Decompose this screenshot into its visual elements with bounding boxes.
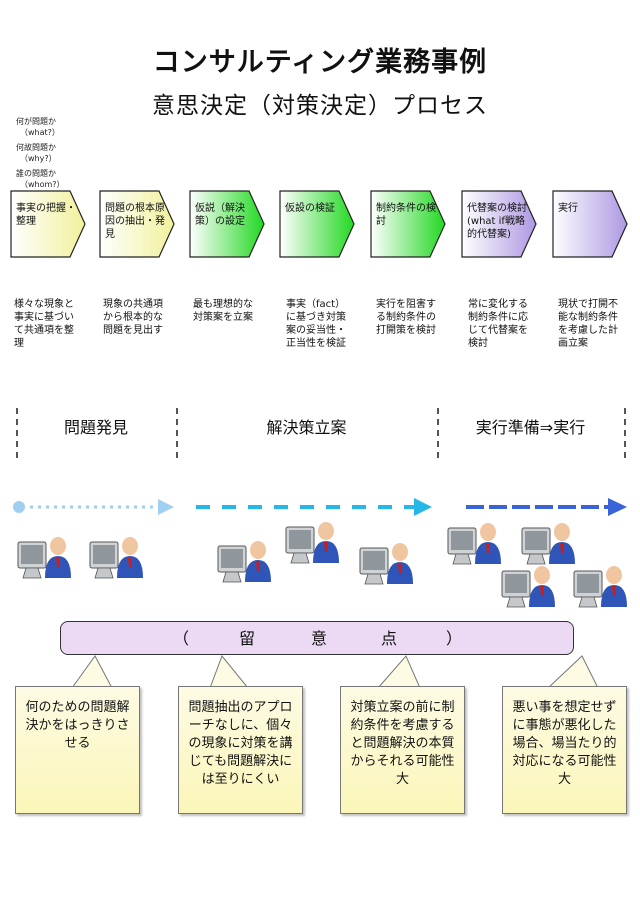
callout-pointer bbox=[71, 655, 113, 689]
phase-divider bbox=[176, 408, 178, 458]
step-label: 制約条件の検討 bbox=[376, 203, 436, 227]
note-risk: 悪い事を想定せずに事態が悪化した場合、場当たり的対応になる可能性大 bbox=[502, 686, 627, 814]
ryuui-close-paren: ） bbox=[446, 629, 463, 648]
step-root-cause: 問題の根本原因の抽出・発見 bbox=[99, 190, 175, 258]
question-whom-en: （whom?） bbox=[20, 180, 65, 189]
page-subtitle: 意思決定（対策決定）プロセス bbox=[152, 93, 488, 119]
person-at-computer-icon bbox=[359, 542, 414, 585]
step-desc: 最も理想的な対策案を立案 bbox=[193, 299, 253, 323]
phase-execution: 実行準備⇒実行 bbox=[475, 418, 586, 437]
page-title: コンサルティング業務事例 bbox=[152, 47, 488, 78]
step-desc: 現状で打開不能な制約条件を考慮した計画立案 bbox=[558, 299, 618, 349]
timeline-arrows bbox=[13, 498, 627, 516]
step-label: 仮説（解決策）の設定 bbox=[195, 203, 245, 227]
step-verification: 仮設の検証 bbox=[279, 190, 355, 258]
step-label: 問題の根本原因の抽出・発見 bbox=[105, 203, 165, 240]
step-desc: 実行を阻害する制約条件の打開策を検討 bbox=[376, 299, 436, 336]
person-at-computer-icon bbox=[17, 536, 72, 579]
callout-pointer bbox=[546, 655, 599, 689]
solid-arrow-head bbox=[608, 498, 627, 516]
person-at-computer-icon bbox=[89, 536, 144, 579]
ryuui-char-3: 点 bbox=[381, 629, 398, 648]
step-label: 代替案の検討(what if戦略的代替案) bbox=[467, 203, 527, 240]
phase-divider bbox=[624, 408, 626, 458]
step-constraints: 制約条件の検討 bbox=[370, 190, 446, 258]
question-what-en: （what?） bbox=[20, 128, 60, 137]
step-hypothesis: 仮説（解決策）の設定 bbox=[189, 190, 265, 258]
step-label: 実行 bbox=[558, 203, 578, 214]
person-at-computer-icon bbox=[501, 565, 556, 608]
person-at-computer-icon bbox=[573, 565, 628, 608]
step-desc: 様々な現象と事実に基づいて共通項を整理 bbox=[14, 299, 74, 349]
timeline-start-dot bbox=[13, 501, 25, 513]
step-execution: 実行 bbox=[552, 190, 628, 258]
note-approach: 問題抽出のアプローチなしに、個々の現象に対策を講じても問題解決には至りにくい bbox=[178, 686, 303, 814]
ryuui-open-paren: （ bbox=[173, 629, 190, 648]
callout-pointer bbox=[209, 655, 250, 689]
step-desc: 現象の共通項から根本的な問題を見出す bbox=[103, 299, 163, 336]
callout-pointer bbox=[376, 655, 421, 689]
step-desc: 事実（fact）に基づき対策案の妥当性・正当性を検証 bbox=[286, 299, 346, 349]
ryuui-char-2: 意 bbox=[311, 629, 328, 648]
question-why-en: （why?） bbox=[20, 154, 57, 163]
person-at-computer-icon bbox=[447, 522, 502, 565]
person-at-computer-icon bbox=[285, 521, 340, 564]
step-fact: 事実の把握・整理 bbox=[10, 190, 86, 258]
person-at-computer-icon bbox=[217, 540, 272, 583]
step-label: 事実の把握・整理 bbox=[16, 203, 76, 227]
step-alternatives: 代替案の検討(what if戦略的代替案) bbox=[461, 190, 537, 258]
question-what: 何が問題か bbox=[16, 117, 56, 126]
step-desc: 常に変化する制約条件に応じて代替案を検討 bbox=[468, 299, 528, 349]
ryuui-char-1: 留 bbox=[239, 629, 256, 648]
phase-divider bbox=[437, 408, 439, 458]
phase-divider bbox=[16, 408, 18, 458]
phase-problem-discovery: 問題発見 bbox=[63, 418, 128, 437]
step-label: 仮設の検証 bbox=[285, 203, 335, 214]
note-constraints: 対策立案の前に制約条件を考慮すると問題解決の本質からそれる可能性大 bbox=[340, 686, 465, 814]
dotted-arrow-head bbox=[158, 499, 174, 515]
question-whom: 誰の問題か bbox=[16, 169, 56, 178]
callout-pointers bbox=[71, 655, 599, 689]
question-why: 何故問題か bbox=[16, 143, 56, 152]
note-purpose: 何のための問題解決かをはっきりさせる bbox=[15, 686, 140, 814]
points-of-attention-bar: （ 留 意 点 ） bbox=[60, 621, 574, 655]
dashed-arrow-head bbox=[414, 498, 432, 516]
phase-solution-planning: 解決策立案 bbox=[266, 418, 347, 437]
